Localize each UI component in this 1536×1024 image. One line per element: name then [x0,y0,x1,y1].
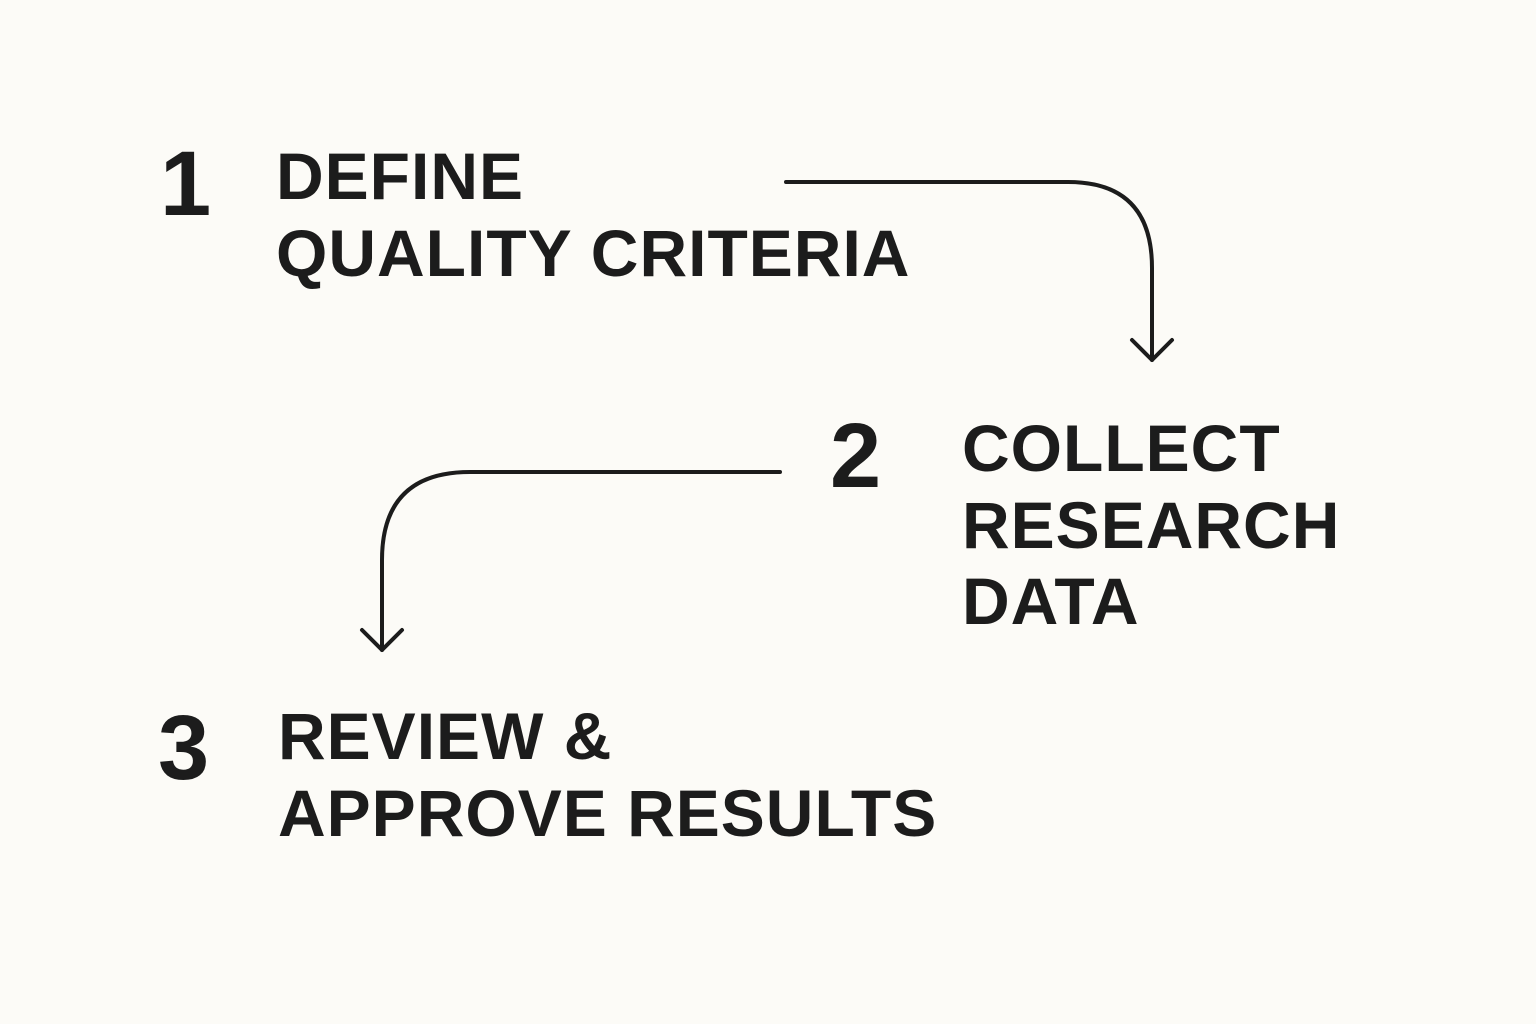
step-1-number: 1 [160,133,212,235]
step-1-label: DEFINE QUALITY CRITERIA [276,138,910,291]
arrow-step2-to-step3 [380,470,782,652]
step-2-label: COLLECT RESEARCH DATA [962,410,1340,640]
step-2-number: 2 [830,405,882,507]
step-2-label-line-2: RESEARCH [962,487,1341,562]
step-1-label-line-1: DEFINE [276,139,525,213]
step-1-label-line-2: QUALITY CRITERIA [276,215,911,290]
step-3-label-line-1: REVIEW & [278,699,613,773]
step-3-number: 3 [158,697,210,799]
step-2-label-line-3: DATA [962,564,1140,639]
step-3-label: REVIEW & APPROVE RESULTS [278,698,937,851]
arrowhead-step3 [360,628,404,652]
step-2-label-line-1: COLLECT [962,411,1281,485]
arrowhead-step2 [1130,338,1174,362]
step-3-label-line-2: APPROVE RESULTS [278,775,938,850]
